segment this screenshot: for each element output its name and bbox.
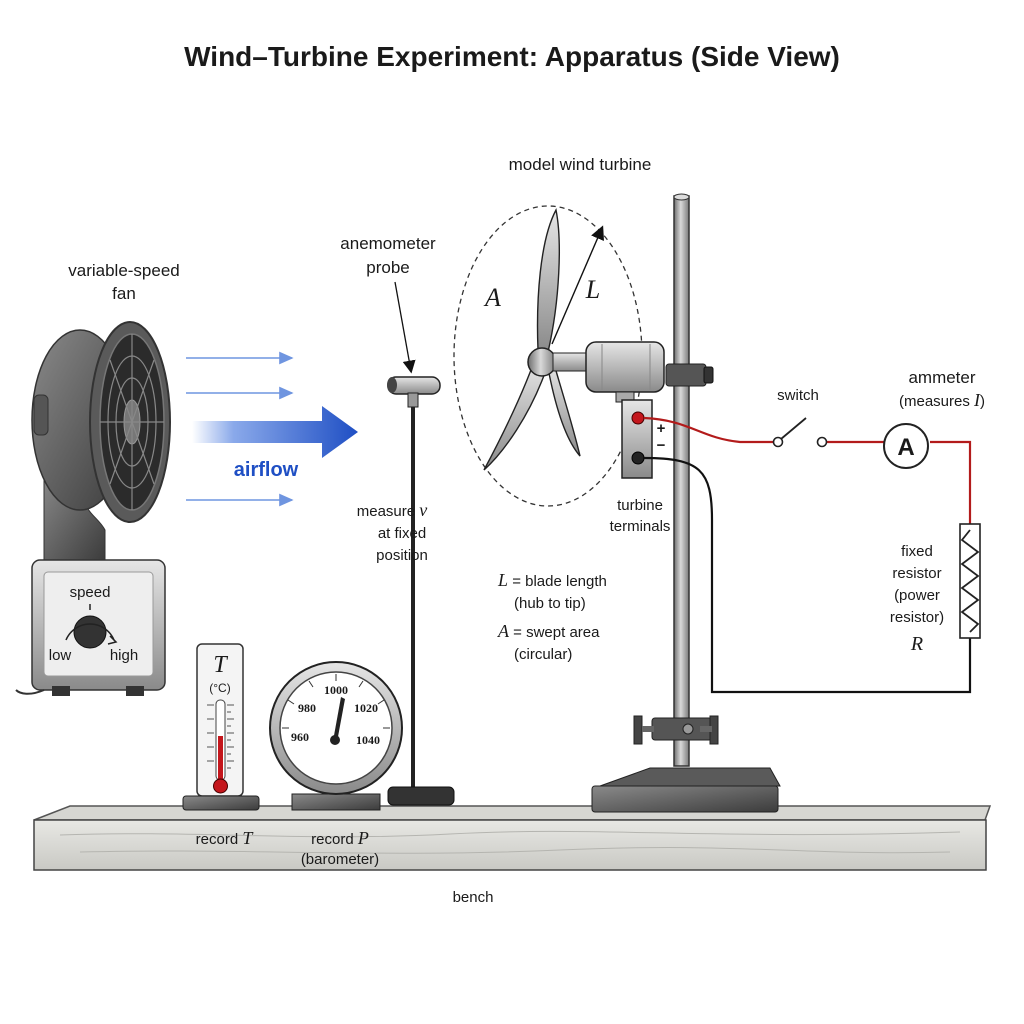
fan: variable-speed fan — [15, 261, 180, 696]
anemometer-measure-line3: position — [376, 547, 428, 564]
anemometer: anemometer probe — [340, 234, 455, 806]
positive-wire — [643, 416, 776, 444]
barometer-needle — [333, 697, 345, 742]
thermometer-symbol: T — [213, 652, 228, 678]
turbine-nacelle — [585, 341, 665, 393]
ammeter: A — [883, 423, 929, 469]
anemometer-measure-line1: measure v — [357, 500, 428, 520]
resistor-label-line3: (power — [894, 587, 940, 604]
bench-label: bench — [453, 889, 494, 906]
legend-a: A = swept area — [497, 621, 600, 641]
terminal-positive — [631, 411, 645, 425]
legend-l-sub: (hub to tip) — [514, 595, 586, 612]
legend-a-sub: (circular) — [514, 646, 572, 663]
airflow-label: airflow — [234, 459, 299, 481]
area-symbol: A — [483, 283, 501, 312]
turbine-terminals — [621, 399, 653, 479]
thermometer — [182, 643, 260, 811]
symbol-legend: L = blade length (hub to tip) A = swept … — [497, 570, 607, 663]
fan-label-line2: fan — [112, 284, 136, 303]
baro-tick-1020: 1020 — [354, 701, 378, 715]
blade-length-arrow — [551, 225, 604, 345]
resistor-symbol: R — [910, 633, 923, 655]
length-symbol: L — [585, 275, 600, 304]
positive-wire-3 — [930, 440, 972, 524]
anemometer-measure-line2: at fixed — [378, 525, 426, 542]
fan-dial-label: speed — [70, 584, 111, 601]
terminal-minus-sign: − — [657, 437, 666, 454]
baro-tick-1000: 1000 — [324, 683, 348, 697]
turbine-label: model wind turbine — [509, 155, 652, 174]
turbine-hub — [527, 347, 557, 377]
airflow-main-arrow — [192, 406, 358, 458]
thermometer-unit: (°C) — [209, 681, 230, 695]
record-t-label: record T — [196, 828, 255, 848]
resistor-label-line1: fixed — [901, 543, 933, 560]
baro-tick-960: 960 — [291, 730, 309, 744]
resistor-label-line2: resistor — [892, 565, 941, 582]
barometer — [269, 661, 403, 811]
ammeter-label-line2: (measures I) — [899, 390, 985, 410]
anemometer-label-line2: probe — [366, 258, 409, 277]
ammeter-glyph: A — [897, 434, 914, 461]
diagram-title: Wind–Turbine Experiment: Apparatus (Side… — [184, 41, 840, 72]
anemometer-label-line1: anemometer — [340, 234, 436, 253]
fixed-resistor — [959, 523, 981, 639]
baro-tick-980: 980 — [298, 701, 316, 715]
terminals-label-line1: turbine — [617, 497, 663, 514]
terminals-label-line2: terminals — [610, 518, 671, 535]
airflow-arrows — [186, 351, 358, 507]
switch — [772, 417, 828, 448]
fan-label-line1: variable-speed — [68, 261, 180, 280]
record-p-sub: (barometer) — [301, 851, 379, 868]
resistor-label-line4: resistor) — [890, 609, 944, 626]
switch-label: switch — [777, 387, 819, 404]
turbine-rotor — [483, 207, 665, 471]
record-p-label: record P — [311, 828, 369, 848]
bench — [33, 805, 992, 871]
baro-tick-1040: 1040 — [356, 733, 380, 747]
ammeter-label-line1: ammeter — [908, 368, 975, 387]
circuit-wires — [643, 416, 972, 694]
fan-dial-high: high — [110, 647, 138, 664]
negative-wire — [643, 456, 972, 694]
terminal-negative — [631, 451, 645, 465]
fan-dial-low: low — [49, 647, 72, 664]
legend-l: L = blade length — [497, 570, 607, 590]
turbine-stand — [591, 193, 781, 813]
terminal-plus-sign: + — [657, 420, 666, 437]
